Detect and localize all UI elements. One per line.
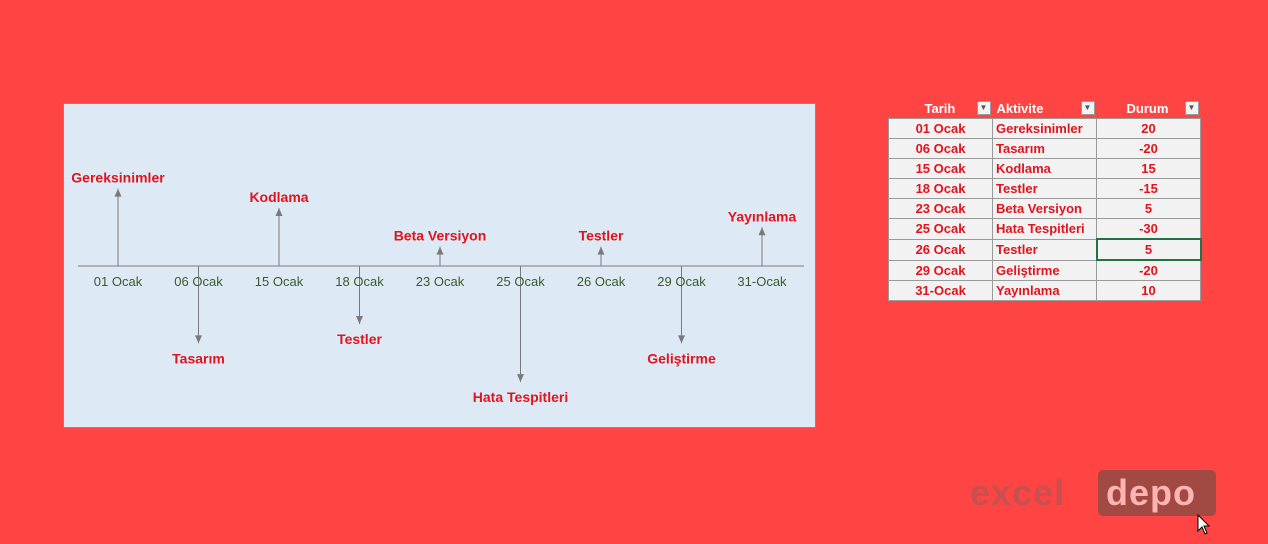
cell-tarih[interactable]: 29 Ocak (888, 259, 993, 281)
event-label: Kodlama (249, 189, 308, 205)
cell-tarih[interactable]: 25 Ocak (888, 218, 993, 240)
cell-tarih[interactable]: 31-Ocak (888, 280, 993, 301)
cell-tarih[interactable]: 01 Ocak (888, 118, 993, 139)
event-label: Gereksinimler (71, 170, 165, 186)
event-arrowhead (275, 207, 283, 216)
cell-aktivite[interactable]: Gereksinimler (992, 118, 1097, 139)
tick-label: 06 Ocak (174, 274, 223, 289)
event-label: Geliştirme (647, 350, 716, 366)
cell-tarih[interactable]: 15 Ocak (888, 158, 993, 179)
tick-label: 23 Ocak (416, 274, 465, 289)
event-arrowhead (195, 335, 202, 344)
cell-tarih[interactable]: 23 Ocak (888, 198, 993, 219)
tick-label: 01 Ocak (94, 274, 143, 289)
table-header-row: Tarih ▼ Aktivite ▼ Durum ▼ (889, 98, 1201, 119)
exceldepo-logo: excel depo (970, 470, 1216, 518)
event-label: Tasarım (172, 350, 225, 366)
tick-label: 29 Ocak (657, 274, 706, 289)
cell-aktivite[interactable]: Geliştirme (992, 259, 1097, 281)
tick-label: 25 Ocak (496, 274, 545, 289)
timeline-chart-svg: 01 Ocak 06 Ocak 15 Ocak 18 Ocak 23 Ocak 25 Oc… (71, 170, 804, 405)
cell-durum[interactable]: -20 (1096, 138, 1201, 159)
tick-label: 26 Ocak (577, 274, 626, 289)
event-label: Yayınlama (728, 208, 797, 224)
cell-durum[interactable]: 10 (1096, 280, 1201, 301)
header-label: Durum (1126, 100, 1169, 116)
event-arrowhead (597, 246, 605, 255)
cell-aktivite[interactable]: Testler (992, 178, 1097, 199)
event-arrowhead (758, 227, 766, 236)
cell-aktivite[interactable]: Yayınlama (992, 280, 1097, 301)
header-label: Aktivite (996, 100, 1044, 116)
cell-aktivite[interactable]: Testler (992, 238, 1097, 261)
cell-durum[interactable]: -15 (1096, 178, 1201, 199)
tick-label: 18 Ocak (335, 274, 384, 289)
event-arrowhead (114, 188, 122, 197)
cell-durum[interactable]: -20 (1096, 259, 1201, 281)
event-arrowhead (517, 374, 524, 383)
event-arrowhead (678, 335, 685, 344)
cell-tarih[interactable]: 26 Ocak (888, 238, 993, 261)
tick-label: 31-Ocak (737, 274, 787, 289)
logo-box: depo (1098, 470, 1216, 516)
filter-dropdown-icon[interactable]: ▼ (1184, 101, 1199, 115)
event-label: Testler (337, 331, 382, 347)
cell-durum[interactable]: 5 (1095, 238, 1202, 261)
cell-durum[interactable]: -30 (1096, 218, 1201, 240)
cell-aktivite[interactable]: Tasarım (992, 138, 1097, 159)
event-arrowhead (356, 316, 363, 325)
timeline-chart[interactable]: 01 Ocak 06 Ocak 15 Ocak 18 Ocak 23 Ocak 25 Oc… (63, 103, 816, 428)
filter-dropdown-icon[interactable]: ▼ (976, 101, 991, 115)
cell-tarih[interactable]: 06 Ocak (888, 138, 993, 159)
cell-tarih[interactable]: 18 Ocak (888, 178, 993, 199)
mouse-pointer-icon (1197, 514, 1211, 535)
tick-label: 15 Ocak (255, 274, 304, 289)
cell-aktivite[interactable]: Kodlama (992, 158, 1097, 179)
filter-dropdown-icon[interactable]: ▼ (1080, 101, 1095, 115)
cell-durum[interactable]: 20 (1096, 118, 1201, 139)
logo-word-depo: depo (1106, 472, 1196, 513)
cell-aktivite[interactable]: Beta Versiyon (992, 198, 1097, 219)
event-arrowhead (436, 246, 444, 255)
cell-aktivite[interactable]: Hata Tespitleri (992, 218, 1097, 240)
cell-durum[interactable]: 15 (1096, 158, 1201, 179)
event-label: Beta Versiyon (394, 228, 487, 244)
logo-word-excel: excel (970, 472, 1066, 513)
cell-durum[interactable]: 5 (1096, 198, 1201, 219)
event-label: Hata Tespitleri (473, 389, 568, 405)
event-label: Testler (579, 228, 624, 244)
header-label: Tarih (924, 100, 956, 116)
header-durum: Durum ▼ (1097, 98, 1201, 119)
header-tarih: Tarih ▼ (889, 98, 993, 119)
header-aktivite: Aktivite ▼ (993, 98, 1097, 119)
